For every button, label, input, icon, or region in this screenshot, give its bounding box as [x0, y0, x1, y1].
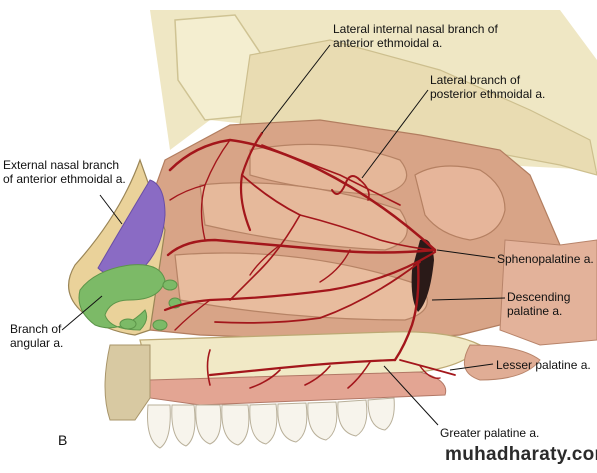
label-lesser-palatine: Lesser palatine a.: [496, 358, 591, 372]
label-angular: Branch of angular a.: [10, 322, 63, 350]
label-line: angular a.: [10, 336, 64, 350]
sphenoid-region: [414, 165, 506, 241]
label-line: Lateral branch of: [430, 73, 521, 87]
label-line: Lateral internal nasal branch of: [333, 22, 498, 36]
arterial-tree: [163, 131, 456, 389]
angular-dot-3: [152, 319, 168, 331]
angular-area-main: [78, 264, 166, 331]
label-sphenopalatine: Sphenopalatine a.: [497, 252, 594, 266]
soft-palate: [463, 344, 541, 381]
upper-teeth: [147, 397, 395, 449]
oral-mucosa: [149, 371, 447, 406]
label-greater-palatine: Greater palatine a.: [440, 426, 539, 440]
label-line: Lesser palatine a.: [496, 358, 591, 372]
angular-dot-1: [162, 279, 178, 291]
label-line: External nasal branch: [3, 158, 120, 172]
angular-dot-4: [119, 318, 137, 330]
label-line: anterior ethmoidal a.: [333, 36, 443, 50]
leader-lines: [61, 44, 506, 426]
label-line: of anterior ethmoidal a.: [3, 172, 126, 186]
anterior-maxilla: [104, 344, 151, 421]
inferior-turbinate: [174, 252, 428, 321]
label-descending-palatine: Descending palatine a.: [507, 290, 570, 318]
label-line: Descending: [507, 290, 571, 304]
watermark: muhadharaty.com: [445, 444, 597, 465]
label-line: posterior ethmoidal a.: [430, 87, 546, 101]
label-lateral-posterior-ethmoidal: Lateral branch of posterior ethmoidal a.: [430, 73, 545, 101]
label-lateral-internal-nasal: Lateral internal nasal branch of anterio…: [333, 22, 498, 50]
label-line: palatine a.: [507, 304, 563, 318]
posterior-pharynx: [499, 239, 597, 346]
label-line: Greater palatine a.: [440, 426, 540, 440]
label-line: Branch of: [10, 322, 62, 336]
label-external-nasal: External nasal branch of anterior ethmoi…: [3, 158, 126, 186]
panel-letter: B: [58, 432, 68, 448]
label-line: Sphenopalatine a.: [497, 252, 594, 266]
